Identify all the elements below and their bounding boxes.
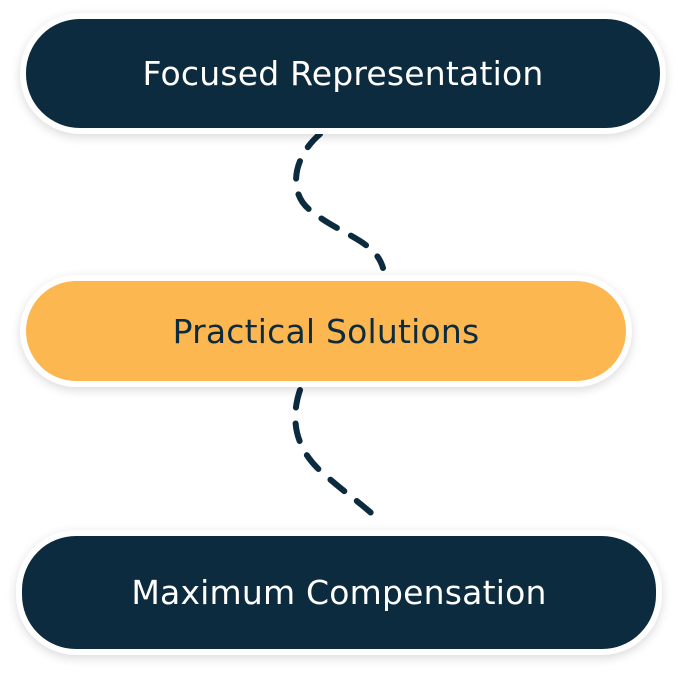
node-label: Maximum Compensation (131, 573, 547, 612)
node-label: Practical Solutions (172, 311, 480, 351)
node-label: Focused Representation (142, 54, 544, 93)
dashed-connector-1 (293, 131, 386, 271)
node-practical-solutions: Practical Solutions (20, 275, 632, 387)
dashed-connector-2 (292, 387, 383, 525)
node-maximum-compensation: Maximum Compensation (16, 530, 662, 655)
node-focused-representation: Focused Representation (20, 13, 666, 134)
